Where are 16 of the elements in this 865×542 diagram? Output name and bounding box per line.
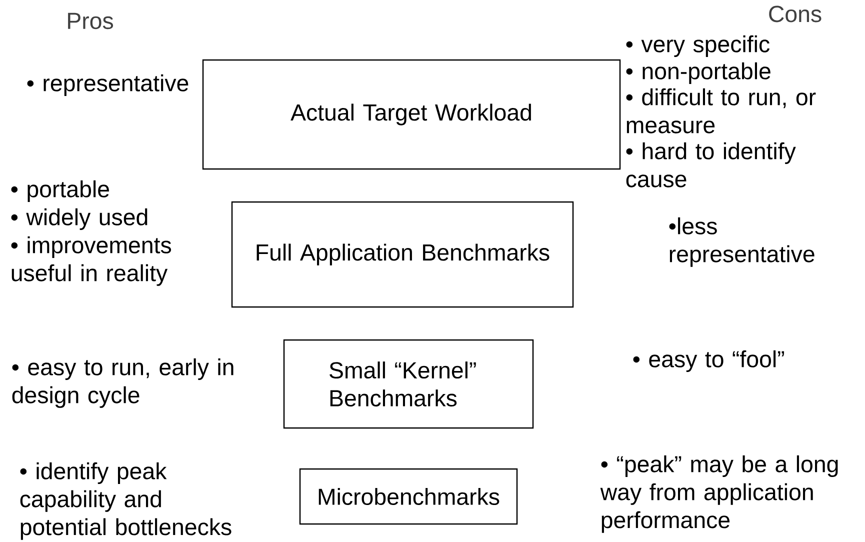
bullet-text: • very specific bbox=[626, 35, 770, 57]
level-box: Small “Kernel” Benchmarks bbox=[283, 339, 534, 429]
level-box: Microbenchmarks bbox=[299, 468, 518, 525]
bullet-text: • improvements useful in reality bbox=[11, 236, 172, 286]
level-box: Full Application Benchmarks bbox=[231, 201, 574, 308]
column-heading: Pros bbox=[68, 12, 114, 30]
bullet-text: • widely used bbox=[11, 208, 148, 230]
bullet-text: • portable bbox=[11, 180, 109, 202]
level-box: Actual Target Workload bbox=[202, 59, 621, 170]
bullet-text: • identify peak capability and potential bottlenecks bbox=[20, 462, 232, 540]
bullet-text: • “peak” may be a long way from application performance bbox=[600, 455, 838, 533]
bullet-text: • hard to identify cause bbox=[626, 142, 796, 188]
column-heading: Cons bbox=[769, 6, 822, 22]
bullet-text: •less representative bbox=[669, 217, 814, 267]
bullet-text: • easy to “fool” bbox=[633, 350, 784, 372]
bullet-text: • easy to run, early in design cycle bbox=[12, 358, 234, 408]
